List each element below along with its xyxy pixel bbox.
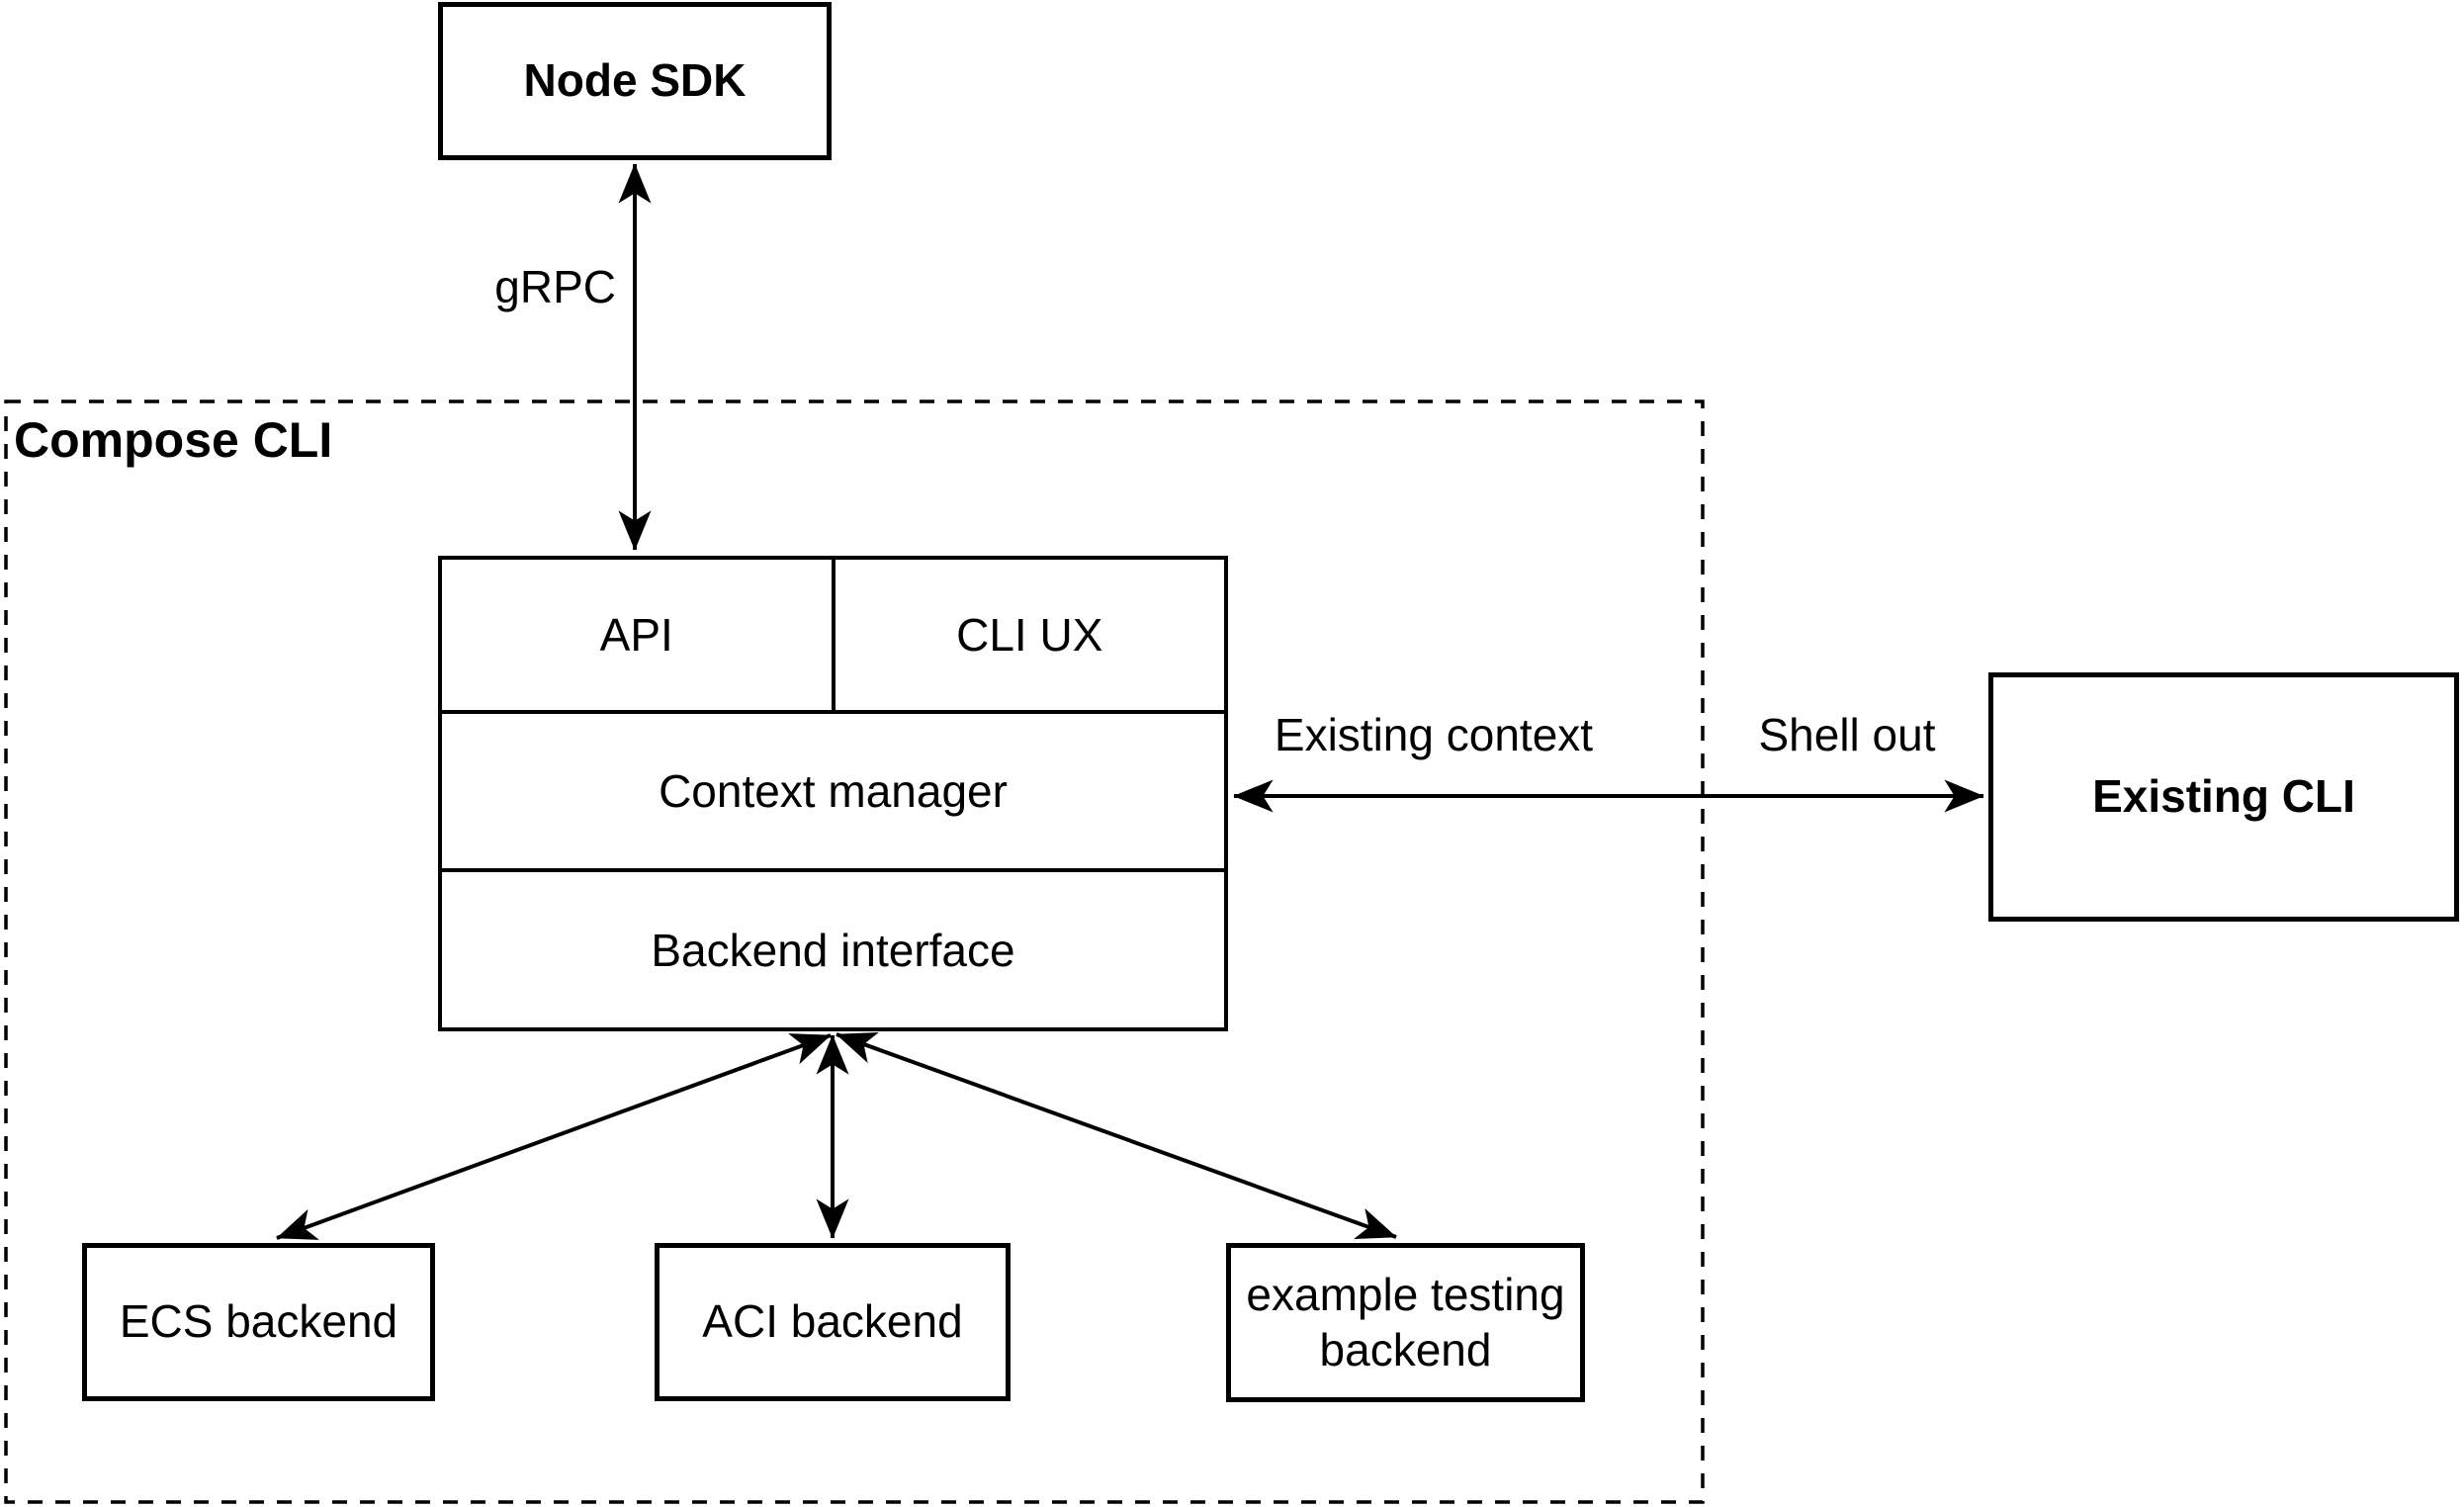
backend-interface-label: Backend interface [651, 924, 1015, 976]
existing-cli-box: Existing CLI [1988, 672, 2459, 922]
grpc-edge-label: gRPC [494, 261, 616, 312]
compose-cli-container-label: Compose CLI [14, 412, 333, 468]
compose-cli-core-box: API CLI UX Context manager Backend inter… [438, 556, 1228, 1031]
context-manager-box: Context manager [442, 710, 1224, 868]
ecs-backend-edge [276, 1033, 832, 1240]
context-manager-label: Context manager [659, 765, 1008, 817]
example-testing-backend-edge [836, 1031, 1397, 1240]
cli-ux-label: CLI UX [956, 609, 1103, 661]
example-testing-backend-label: example testing backend [1246, 1269, 1565, 1375]
api-box: API [442, 560, 832, 710]
cli-ux-box: CLI UX [831, 560, 1225, 710]
node-sdk-label: Node SDK [523, 54, 747, 107]
api-cliux-row: API CLI UX [442, 560, 1224, 710]
ecs-backend-box: ECS backend [82, 1243, 435, 1401]
existing-cli-label: Existing CLI [2092, 770, 2355, 823]
node-sdk-box: Node SDK [438, 2, 832, 160]
aci-backend-label: ACI backend [702, 1295, 963, 1348]
api-label: API [599, 609, 673, 661]
aci-backend-box: ACI backend [655, 1243, 1011, 1401]
shell-out-edge-label: Shell out [1758, 709, 1936, 760]
example-testing-backend-box: example testing backend [1226, 1243, 1585, 1402]
existing-context-edge-label: Existing context [1274, 709, 1594, 760]
backend-interface-box: Backend interface [442, 868, 1224, 1027]
ecs-backend-label: ECS backend [119, 1295, 398, 1348]
